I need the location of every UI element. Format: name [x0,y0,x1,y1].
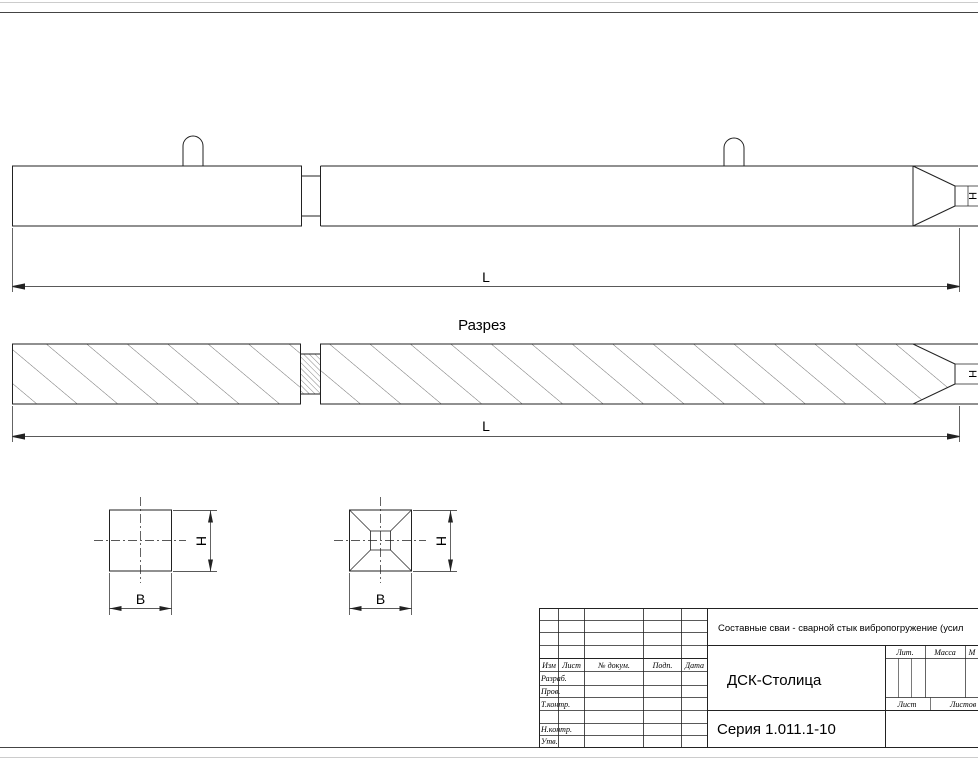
tb-header-doc: № докум. [597,661,630,670]
pile-elevation-view [12,135,978,292]
tb-row-utv: Утв. [541,737,558,746]
tb-scale-label: М [968,648,977,657]
lifting-loop-left [182,135,204,166]
series-number: Серия 1.011.1-10 [717,721,836,738]
height-label-cross-2: H [433,536,449,546]
section-segment-right [320,343,956,405]
joint-sleeve [301,175,321,217]
height-label-tip-section: H [966,370,978,378]
cross-section-plain [94,497,217,615]
height-label-tip-top: H [966,192,978,200]
tb-header-date: Дата [684,661,704,670]
section-segment-left [12,343,301,405]
tb-header-izm: Изм [541,661,556,670]
pile-section-view [12,343,978,442]
pile-segment-right [320,165,978,227]
height-label-cross-1: H [193,536,209,546]
pile-segment-left [12,165,302,227]
tb-row-prov: Пров. [540,687,560,696]
title-block [539,608,978,748]
tb-header-sign: Подп. [652,661,673,670]
company-name: ДСК-Столица [727,672,822,689]
tb-header-list: Лист [561,661,581,670]
tb-row-tkontr: Т.контр. [541,700,570,709]
pile-tip [912,165,956,227]
tb-row-razrab: Разраб. [540,674,567,683]
tb-sheet-label: Лист [897,700,917,709]
width-label-cross-1: B [136,591,145,607]
width-label-cross-2: B [376,591,385,607]
tb-row-nkontr: Н.контр. [540,725,572,734]
lifting-loop-right [723,137,745,166]
drawing-title: Составные сваи - сварной стык вибропогру… [718,623,963,634]
tb-lit-label: Лит. [895,648,913,657]
length-label-section: L [482,418,490,434]
tb-sheets-label: Листов [949,700,977,709]
section-view-label: Разрез [458,317,506,334]
section-joint [300,353,321,395]
length-label-top: L [482,269,490,285]
tb-mass-label: Масса [933,648,955,657]
cross-section-joint [334,497,457,615]
